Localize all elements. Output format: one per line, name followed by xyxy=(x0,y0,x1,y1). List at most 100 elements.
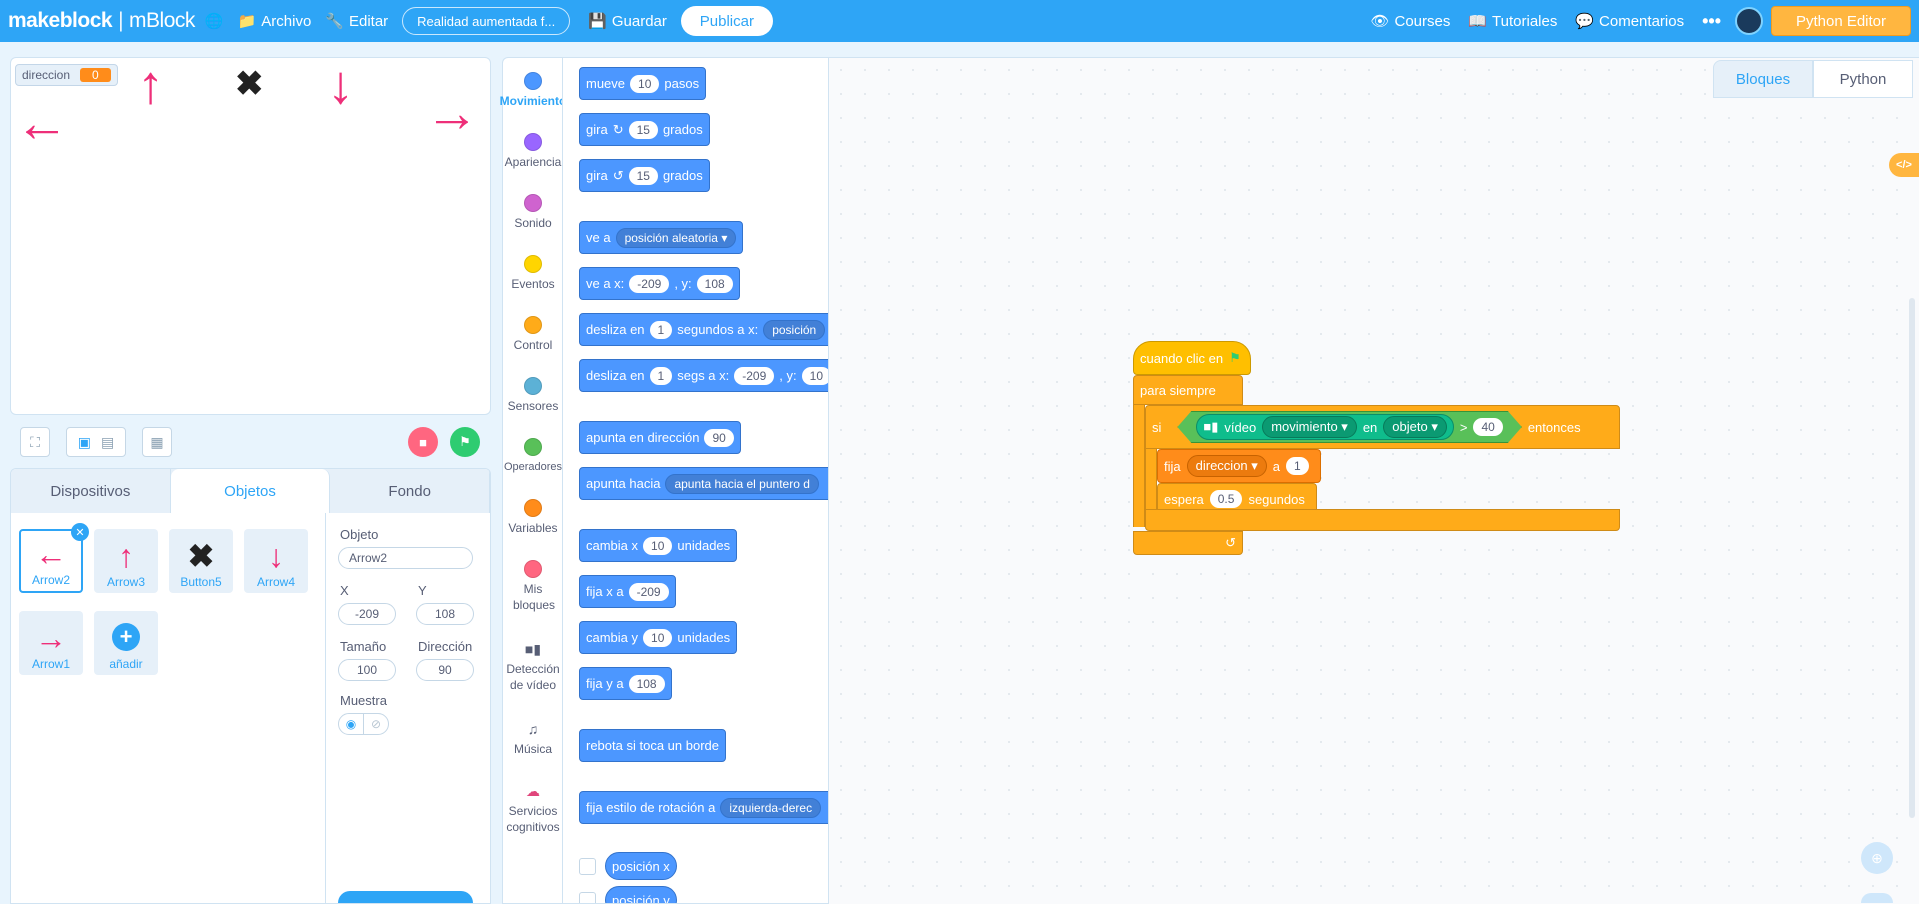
courses-link[interactable]: 👁Courses xyxy=(1370,12,1450,31)
sprite-tile-button5[interactable]: ✖ Button5 xyxy=(169,529,233,593)
comentarios-link[interactable]: 💬Comentarios xyxy=(1575,12,1684,31)
reporter-posicion-x[interactable]: posición x xyxy=(605,852,677,880)
archivo-menu[interactable]: 📁Archivo xyxy=(238,12,312,31)
tab-python[interactable]: Python xyxy=(1813,60,1913,98)
block-dropdown[interactable]: izquierda-derec xyxy=(720,797,822,818)
block-ve-a-xy[interactable]: ve a x:-209, y:108 xyxy=(579,267,740,300)
category-servicios-cognitivos[interactable]: ☁Servicios cognitivos xyxy=(503,782,563,835)
category-control[interactable]: Control xyxy=(503,316,563,354)
block-fija-variable[interactable]: fija direccion ▾ a 1 xyxy=(1157,449,1321,483)
block-si-entonces[interactable]: si ■▮ vídeo movimiento ▾ en objeto ▾ > 4… xyxy=(1145,405,1620,449)
block-input[interactable]: 1 xyxy=(649,320,673,339)
wait-input[interactable]: 0.5 xyxy=(1209,490,1243,508)
category-variables[interactable]: Variables xyxy=(503,499,563,537)
tab-dispositivos[interactable]: Dispositivos xyxy=(11,469,171,513)
category-mis-bloques[interactable]: Mis bloques xyxy=(503,560,563,613)
block-fija-x[interactable]: fija x a-209 xyxy=(579,575,676,608)
operator-greater-than[interactable]: ■▮ vídeo movimiento ▾ en objeto ▾ > 40 xyxy=(1177,411,1521,443)
publicar-button[interactable]: Publicar xyxy=(680,6,773,36)
small-stage-button[interactable]: ▣ ▤ xyxy=(66,427,126,457)
block-input[interactable]: 10 xyxy=(630,74,660,93)
sprite-name-input[interactable]: Arrow2 xyxy=(338,547,473,569)
tutoriales-link[interactable]: 📖Tutoriales xyxy=(1468,12,1557,31)
size-input[interactable]: 100 xyxy=(338,659,396,681)
avatar[interactable] xyxy=(1735,7,1763,35)
category-musica[interactable]: ♫Música xyxy=(503,720,563,758)
block-input[interactable]: 10 xyxy=(643,628,673,647)
code-toggle-icon[interactable]: </> xyxy=(1889,153,1919,177)
hide-sprite-button[interactable]: ⊘ xyxy=(363,713,389,735)
video-target-dropdown[interactable]: objeto ▾ xyxy=(1383,416,1447,438)
direction-input[interactable]: 90 xyxy=(416,659,474,681)
sprite-tile-arrow1[interactable]: → Arrow1 xyxy=(19,611,83,675)
block-input[interactable]: -209 xyxy=(734,366,775,385)
category-operadores[interactable]: Operadores xyxy=(503,438,563,474)
block-dropdown[interactable]: posición aleatoria ▾ xyxy=(615,227,737,248)
y-input[interactable]: 108 xyxy=(416,603,474,625)
stage-sprite-arrow1[interactable]: → xyxy=(425,83,479,143)
bottom-action-button[interactable] xyxy=(338,891,473,903)
fullscreen-button[interactable]: ⛶ xyxy=(20,427,50,457)
block-para-siempre[interactable]: para siempre xyxy=(1133,375,1243,405)
script-workspace[interactable]: Bloques Python </> ⊕ cuando clic en ⚑ pa… xyxy=(829,57,1919,904)
python-editor-button[interactable]: Python Editor xyxy=(1771,6,1911,36)
category-eventos[interactable]: Eventos xyxy=(503,255,563,293)
x-input[interactable]: -209 xyxy=(338,603,396,625)
sprite-tile-arrow4[interactable]: ↓ Arrow4 xyxy=(244,529,308,593)
stage-sprite-arrow4[interactable]: ↓ xyxy=(327,57,354,115)
sprite-tile-arrow3[interactable]: ↑ Arrow3 xyxy=(94,529,158,593)
more-menu-button[interactable]: ••• xyxy=(1702,10,1721,31)
category-deteccion-video[interactable]: ■▮Detección de vídeo xyxy=(503,640,563,693)
block-cuando-clic-bandera[interactable]: cuando clic en ⚑ xyxy=(1133,341,1251,375)
stop-button[interactable]: ■ xyxy=(408,427,438,457)
posicion-x-checkbox[interactable] xyxy=(579,858,596,875)
sprite-tile-arrow2[interactable]: ✕ ← Arrow2 xyxy=(19,523,89,593)
tab-objetos[interactable]: Objetos xyxy=(170,469,331,513)
category-sonido[interactable]: Sonido xyxy=(503,194,563,232)
reporter-posicion-y[interactable]: posición y xyxy=(605,886,677,903)
show-sprite-button[interactable]: ◉ xyxy=(338,713,364,735)
block-dropdown[interactable]: posición xyxy=(763,319,826,340)
block-input[interactable]: 10 xyxy=(643,536,673,555)
block-input[interactable]: 15 xyxy=(628,120,658,139)
stage[interactable]: direccion 0 ← ↑ ✖ ↓ → xyxy=(10,57,491,415)
block-input[interactable]: 90 xyxy=(704,428,734,447)
category-apariencia[interactable]: Apariencia xyxy=(503,133,563,171)
project-name-field[interactable]: Realidad aumentada f... xyxy=(402,7,571,35)
block-input[interactable]: -209 xyxy=(629,274,670,293)
posicion-y-checkbox[interactable] xyxy=(579,892,596,903)
delete-sprite-icon[interactable]: ✕ xyxy=(71,523,89,541)
zoom-in-button[interactable]: ⊕ xyxy=(1861,842,1893,874)
stage-sprite-arrow3[interactable]: ↑ xyxy=(137,57,164,115)
grid-view-button[interactable]: ▦ xyxy=(142,427,172,457)
block-input[interactable]: 1 xyxy=(649,366,673,385)
category-movimiento[interactable]: Movimiento xyxy=(500,72,566,110)
block-input[interactable]: 15 xyxy=(628,166,658,185)
guardar-button[interactable]: 💾Guardar xyxy=(588,12,667,31)
add-sprite-button[interactable]: + añadir xyxy=(94,611,158,675)
zoom-out-button[interactable] xyxy=(1861,893,1893,903)
block-input[interactable]: 10 xyxy=(801,366,828,385)
stage-sprite-button5[interactable]: ✖ xyxy=(235,65,264,103)
green-flag-button[interactable]: ⚑ xyxy=(450,427,480,457)
video-attribute-dropdown[interactable]: movimiento ▾ xyxy=(1262,416,1357,438)
variable-dropdown[interactable]: direccion ▾ xyxy=(1186,455,1267,477)
threshold-input[interactable]: 40 xyxy=(1473,418,1502,436)
brand-logo[interactable]: makeblock|mBlock xyxy=(8,9,195,33)
block-input[interactable]: 108 xyxy=(628,674,665,693)
stage-sprite-arrow2[interactable]: ← xyxy=(15,93,69,153)
value-input[interactable]: 1 xyxy=(1286,457,1309,475)
block-input[interactable]: -209 xyxy=(628,582,669,601)
editar-menu[interactable]: 🔧Editar xyxy=(325,12,388,31)
